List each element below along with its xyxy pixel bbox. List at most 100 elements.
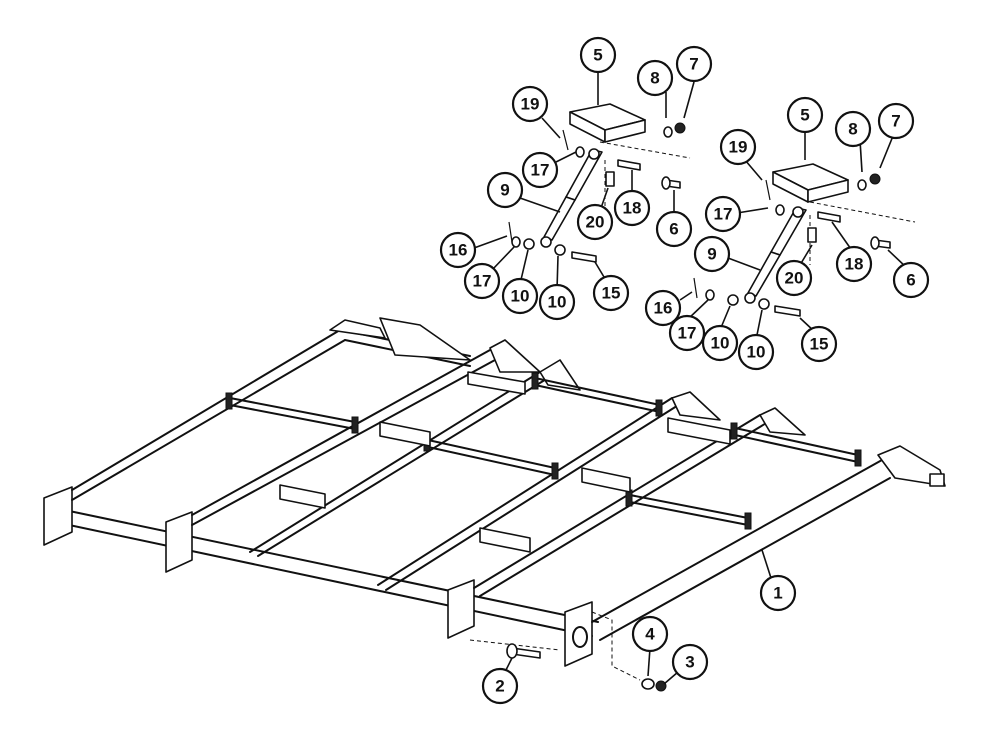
svg-text:17: 17 — [678, 324, 697, 343]
spring-20 — [605, 171, 615, 187]
svg-text:8: 8 — [650, 69, 659, 88]
spacer-tube — [467, 371, 526, 395]
svg-text:8: 8 — [848, 120, 857, 139]
gusset-plate — [489, 339, 541, 373]
assembly-line — [591, 611, 641, 681]
svg-text:5: 5 — [593, 46, 602, 65]
washer-17 — [705, 289, 715, 301]
rail-4 — [377, 397, 681, 591]
shock-assembly-right — [693, 163, 916, 317]
washer-17 — [575, 146, 585, 158]
mount-bracket-front — [807, 179, 849, 203]
cotter-pin-19 — [562, 129, 569, 151]
nut-7 — [674, 122, 686, 134]
svg-text:20: 20 — [586, 213, 605, 232]
cross-member-cap — [744, 512, 752, 530]
callout-item-10: 10 — [501, 277, 539, 315]
callout-item-18: 18 — [613, 189, 651, 227]
callout-item-10: 10 — [538, 283, 576, 321]
pin-18 — [617, 159, 641, 171]
callout-item-9: 9 — [693, 235, 731, 273]
cross-member-cap — [854, 449, 862, 467]
callout-item-17: 17 — [668, 314, 706, 352]
rail-1 — [71, 329, 346, 501]
end-plate — [43, 486, 73, 546]
pin-15 — [571, 251, 597, 263]
callout-item-15: 15 — [800, 325, 838, 363]
frame-assembly — [43, 317, 946, 667]
gusset-plate — [671, 391, 721, 421]
svg-text:18: 18 — [623, 199, 642, 218]
bottom-hardware — [469, 611, 667, 692]
front-cross-tube — [54, 507, 599, 637]
svg-text:18: 18 — [845, 255, 864, 274]
cross-member-cap — [551, 462, 559, 480]
spacer-tube — [667, 417, 731, 445]
bolt-head — [506, 643, 518, 659]
rail-2 — [191, 349, 496, 526]
callout-item-7: 7 — [877, 102, 915, 140]
callout-item-8: 8 — [834, 110, 872, 148]
callout-item-17: 17 — [463, 262, 501, 300]
cross-member — [229, 397, 356, 430]
svg-text:19: 19 — [521, 95, 540, 114]
callout-item-15: 15 — [592, 274, 630, 312]
mount-plate — [447, 579, 475, 639]
nut-3 — [655, 680, 667, 692]
callout-item-16: 16 — [644, 289, 682, 327]
cotter-pin-19 — [765, 179, 771, 201]
svg-text:20: 20 — [785, 269, 804, 288]
svg-text:15: 15 — [602, 284, 621, 303]
mount-plate — [165, 511, 193, 573]
callout-item-3: 3 — [671, 643, 709, 681]
callout-item-2: 2 — [481, 667, 519, 705]
svg-text:10: 10 — [548, 293, 567, 312]
callout-item-6: 6 — [655, 210, 693, 248]
callout-item-8: 8 — [636, 59, 674, 97]
callout-item-4: 4 — [631, 615, 669, 653]
svg-text:3: 3 — [685, 653, 694, 672]
cross-member — [427, 439, 556, 476]
rear-bracket — [329, 319, 386, 339]
callout-item-7: 7 — [675, 45, 713, 83]
bushing-10 — [523, 238, 535, 250]
svg-text:10: 10 — [747, 343, 766, 362]
bushing-10 — [758, 298, 770, 310]
svg-text:16: 16 — [449, 241, 468, 260]
spring-20 — [807, 227, 817, 243]
svg-text:10: 10 — [711, 334, 730, 353]
callout-item-19: 19 — [719, 128, 757, 166]
callout-item-17: 17 — [521, 151, 559, 189]
callout-item-20: 20 — [576, 203, 614, 241]
bolt-head — [870, 236, 880, 250]
shock-eye — [588, 148, 600, 160]
gusset-plate — [759, 407, 806, 436]
bolt-head — [661, 176, 671, 190]
shock-eye — [540, 236, 552, 248]
svg-text:6: 6 — [669, 220, 678, 239]
svg-text:6: 6 — [906, 271, 915, 290]
svg-text:5: 5 — [800, 106, 809, 125]
callout-item-5: 5 — [579, 36, 617, 74]
callout-item-10: 10 — [701, 324, 739, 362]
shock-eye — [792, 206, 804, 218]
svg-text:7: 7 — [891, 112, 900, 131]
cotter-pin-16 — [508, 221, 513, 243]
cross-member-cap — [225, 392, 233, 410]
svg-text:16: 16 — [654, 299, 673, 318]
svg-text:10: 10 — [511, 287, 530, 306]
bushing-10 — [727, 294, 739, 306]
rail-5 — [473, 414, 769, 597]
washer-17 — [775, 204, 785, 216]
svg-text:17: 17 — [473, 272, 492, 291]
svg-text:9: 9 — [500, 181, 509, 200]
mount-bracket-front — [604, 119, 646, 143]
callout-item-10: 10 — [737, 333, 775, 371]
spacer-tube — [581, 467, 631, 493]
spacer-tube — [479, 527, 531, 553]
pin-18 — [817, 211, 841, 223]
shock-assembly-left — [508, 103, 691, 263]
cross-member-cap — [655, 399, 663, 417]
assembly-line — [809, 201, 916, 223]
